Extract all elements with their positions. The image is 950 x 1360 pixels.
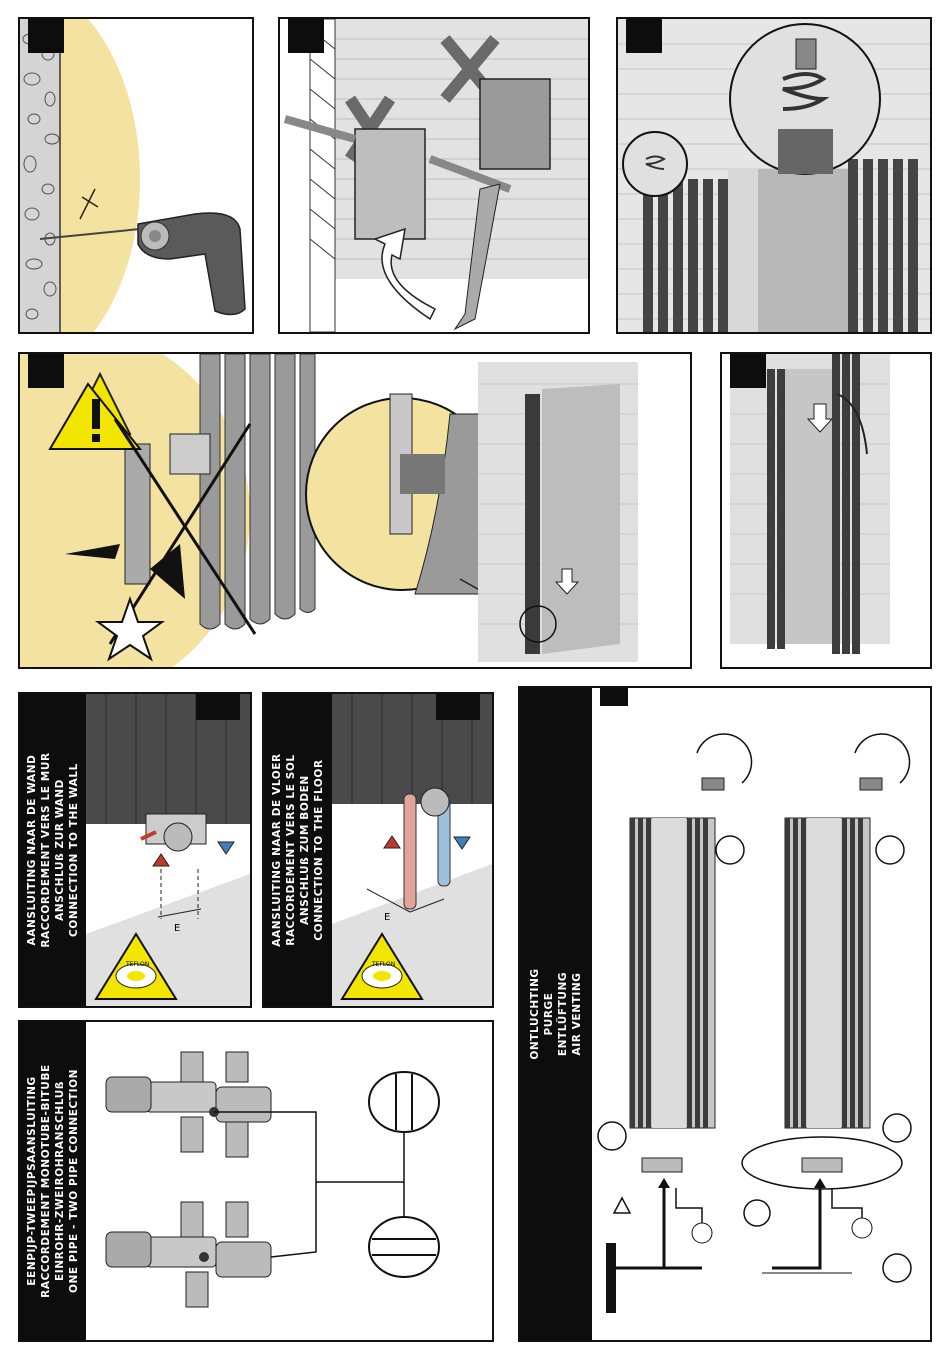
step-number-box	[28, 19, 64, 53]
panel-floor-connection: AANSLUITING NAAR DE VLOER RACCORDEMENT V…	[262, 692, 494, 1008]
two-pipe-symbol-icon	[368, 1071, 440, 1133]
step-number-box	[730, 354, 766, 388]
floor-tape-label: TEFLON	[371, 961, 395, 968]
drill-illustration	[20, 19, 246, 332]
valve-bottom	[105, 1201, 272, 1308]
pipe-valve-illustration	[105, 1051, 440, 1308]
pipe-connection-caption: EENPIJP-TWEEPIJPSAANSLUITING RACCORDEMEN…	[26, 1064, 80, 1298]
step-number-box	[436, 694, 480, 720]
wall-connection-sidebar: AANSLUITING NAAR DE WAND RACCORDEMENT VE…	[20, 694, 86, 1006]
wall-dimension-label: E	[174, 923, 180, 934]
step-panel-brackets	[278, 17, 590, 334]
hang-illustration	[730, 354, 890, 654]
one-pipe-symbol-icon	[368, 1216, 440, 1278]
bracket-illustration	[283, 19, 588, 332]
step-number-box	[288, 19, 324, 53]
warning-illustration	[20, 354, 688, 667]
pipe-connection-sidebar: EENPIJP-TWEEPIJPSAANSLUITING RACCORDEMEN…	[20, 1022, 86, 1340]
radiator-left	[629, 817, 716, 1129]
air-venting-sidebar: ONTLUCHTING PURGE ENTLÜFTUNG AIR VENTING	[520, 688, 592, 1340]
floor-connection-illustration: E TEFLON	[332, 694, 492, 1006]
wall-connection-illustration: E TEFLON	[86, 694, 250, 1006]
panel-pipe-connection: EENPIJP-TWEEPIJPSAANSLUITING RACCORDEMEN…	[18, 1020, 494, 1342]
wall-connection-caption: AANSLUITING NAAR DE WAND RACCORDEMENT VE…	[26, 752, 80, 948]
panel-air-venting: ONTLUCHTING PURGE ENTLÜFTUNG AIR VENTING	[518, 686, 932, 1342]
step-number-box	[28, 354, 64, 388]
step-panel-warning	[18, 352, 692, 669]
step-number-box	[626, 19, 662, 53]
warning-triangle-icon	[612, 1196, 632, 1214]
step-panel-drill	[18, 17, 254, 334]
step-panel-mount	[616, 17, 932, 334]
floor-dimension-label: E	[384, 912, 390, 923]
panel-wall-connection: AANSLUITING NAAR DE WAND RACCORDEMENT VE…	[18, 692, 252, 1008]
mount-illustration	[618, 19, 930, 332]
floor-connection-caption: AANSLUITING NAAR DE VLOER RACCORDEMENT V…	[271, 753, 325, 947]
step-panel-hang	[720, 352, 932, 669]
radiator-right	[784, 817, 871, 1129]
air-venting-illustration	[597, 733, 912, 1313]
step-number-box	[600, 688, 628, 706]
floor-connection-sidebar: AANSLUITING NAAR DE VLOER RACCORDEMENT V…	[264, 694, 332, 1006]
step-number-box	[196, 694, 240, 720]
wall-tape-label: TEFLON	[125, 961, 149, 968]
valve-top	[105, 1051, 272, 1158]
air-venting-caption: ONTLUCHTING PURGE ENTLÜFTUNG AIR VENTING	[529, 968, 583, 1060]
